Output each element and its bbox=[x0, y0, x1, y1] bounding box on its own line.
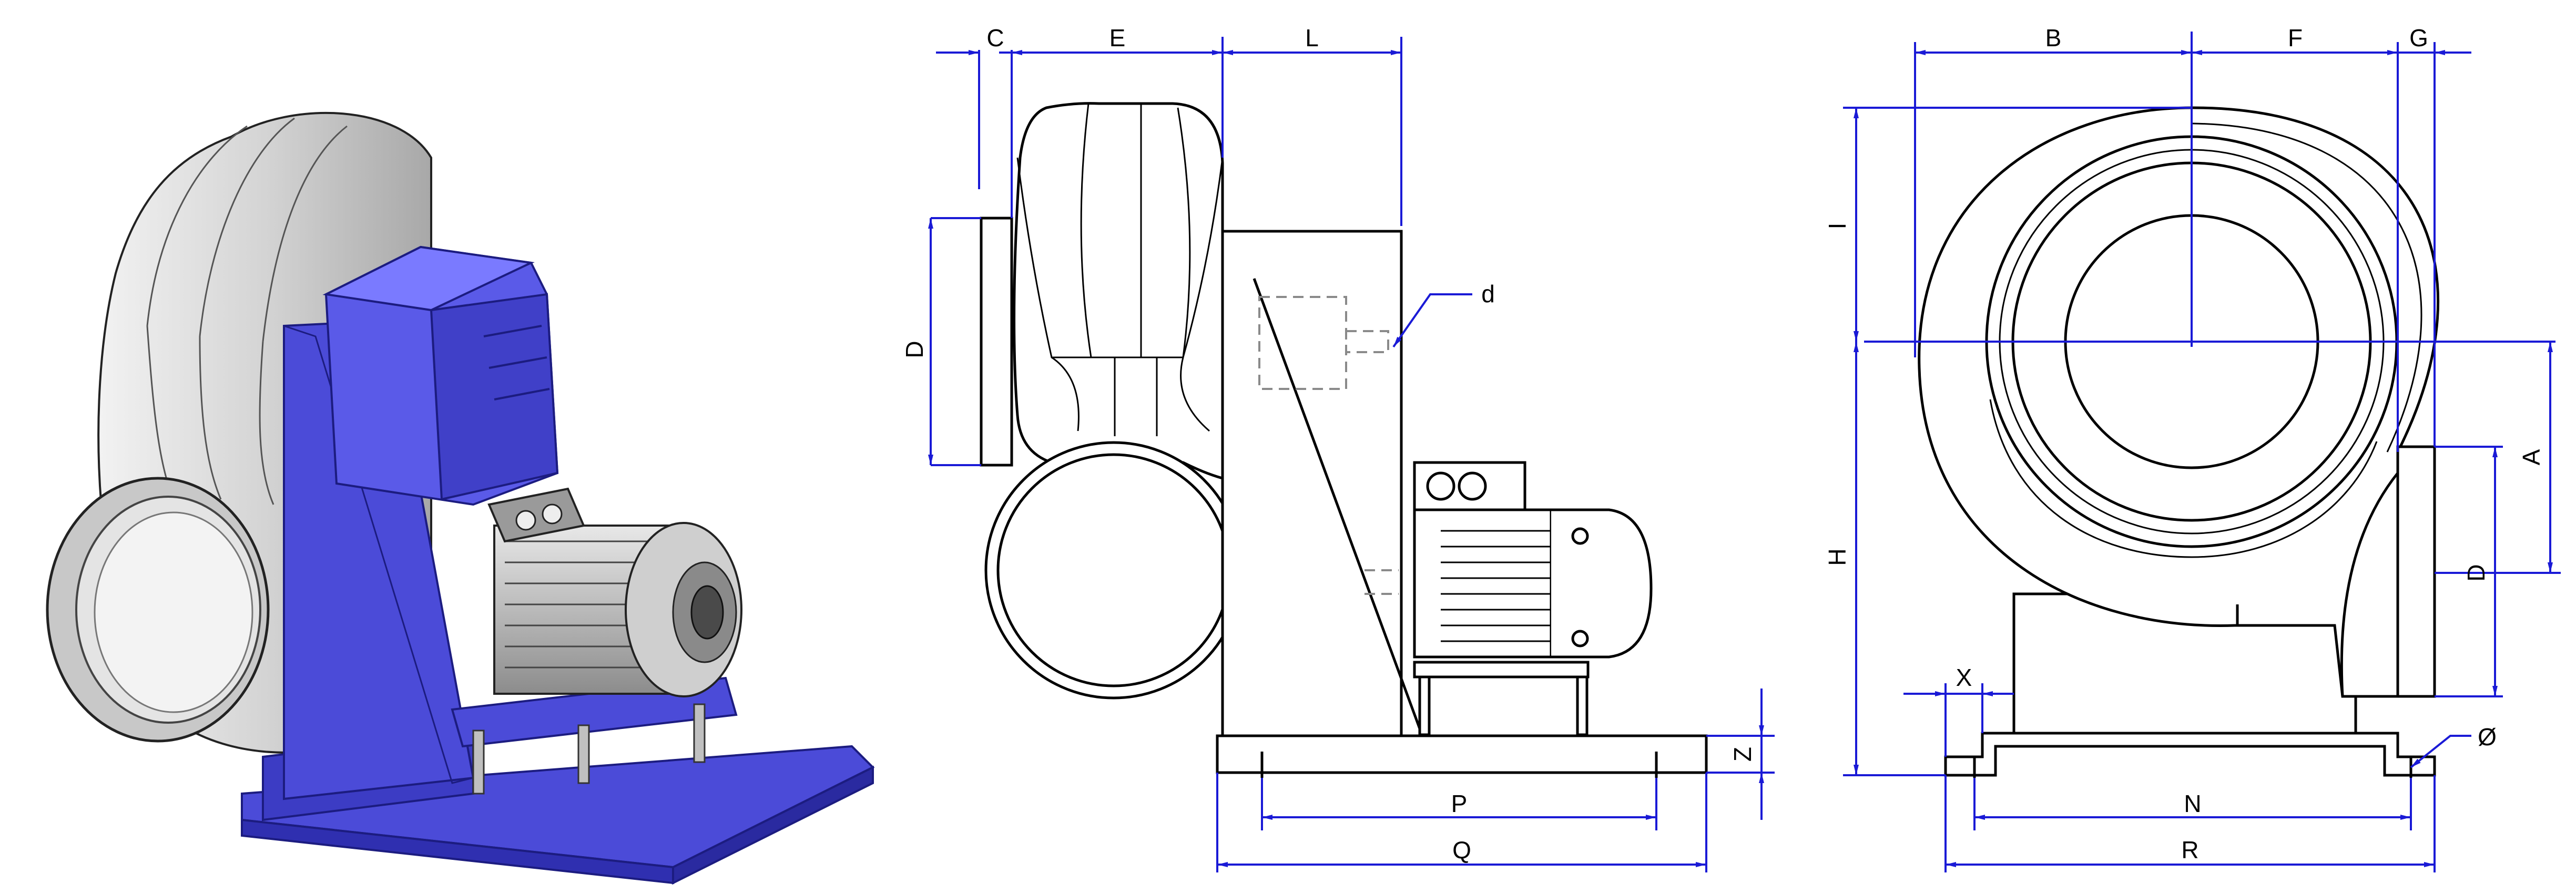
dim-label-d-front: D bbox=[2462, 564, 2490, 581]
side-dim-labels: C E L D d P Q Z bbox=[901, 24, 1756, 864]
dim-label-b: B bbox=[2045, 24, 2062, 52]
side-motor bbox=[1413, 461, 1653, 736]
dim-label-f: F bbox=[2288, 24, 2303, 52]
side-base bbox=[1216, 734, 1708, 774]
dim-label-a: A bbox=[2518, 449, 2545, 465]
front-dimensions bbox=[1843, 42, 2561, 872]
dim-label-l: L bbox=[1305, 24, 1319, 52]
dim-label-x: X bbox=[1956, 664, 1972, 691]
side-housing bbox=[1013, 102, 1224, 480]
dim-label-small-d: d bbox=[1481, 280, 1495, 307]
render-motor bbox=[487, 487, 742, 697]
side-inlet-flange bbox=[980, 217, 1013, 467]
dim-label-g: G bbox=[2409, 24, 2428, 52]
dim-label-q: Q bbox=[1452, 836, 1471, 864]
dim-label-z: Z bbox=[1729, 747, 1756, 762]
side-pedestal bbox=[1221, 230, 1403, 758]
dim-label-i: I bbox=[1824, 223, 1851, 230]
dim-label-c: C bbox=[986, 24, 1004, 52]
front-outlet-flange bbox=[2396, 445, 2436, 698]
front-scroll-housing bbox=[1918, 106, 2440, 698]
dim-label-diameter: Ø bbox=[2478, 723, 2497, 751]
front-view: B F G I H A D X N R Ø bbox=[1824, 24, 2561, 872]
side-hidden-bearing bbox=[1258, 296, 1347, 390]
side-view: C E L D d P Q Z bbox=[901, 24, 1775, 872]
dim-label-p: P bbox=[1451, 790, 1468, 817]
isometric-render bbox=[46, 111, 875, 885]
dim-label-e: E bbox=[1109, 24, 1126, 52]
front-base bbox=[1944, 732, 2436, 777]
dim-label-r: R bbox=[2181, 836, 2198, 864]
side-dimensions bbox=[928, 37, 1775, 872]
dim-label-h: H bbox=[1824, 548, 1851, 566]
dim-label-d-side: D bbox=[901, 341, 928, 358]
side-inlet-circle bbox=[984, 441, 1243, 700]
front-dim-labels: B F G I H A D X N R Ø bbox=[1824, 24, 2545, 864]
dim-label-n: N bbox=[2184, 790, 2201, 817]
